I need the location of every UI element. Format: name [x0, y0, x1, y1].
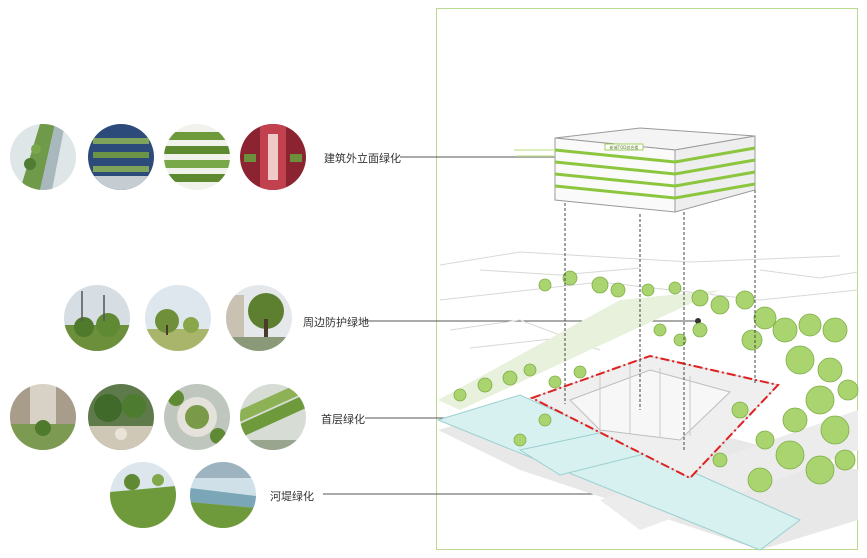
label-perimeter-green: 周边防护绿地 [303, 316, 369, 329]
facade-photo-1 [10, 124, 76, 190]
riverbank-photo-2 [190, 462, 256, 528]
facade-photo-3 [164, 124, 230, 190]
trees [453, 270, 859, 493]
ground-photo-3 [164, 384, 230, 450]
ground-photo-4 [240, 384, 306, 450]
building-sign: 新城TOD综合楼 [610, 144, 639, 150]
building-model [514, 127, 756, 213]
riverbank-photo-1 [110, 462, 176, 528]
facade-photo-2 [88, 124, 154, 190]
label-riverbank-greening: 河堤绿化 [270, 490, 314, 503]
axonometric-frame [436, 8, 858, 550]
perimeter-photo-2 [145, 285, 211, 351]
facade-photo-4 [240, 124, 306, 190]
label-facade-greening: 建筑外立面绿化 [324, 152, 401, 165]
label-ground-greening: 首层绿化 [321, 413, 365, 426]
ground-photo-1 [10, 384, 76, 450]
